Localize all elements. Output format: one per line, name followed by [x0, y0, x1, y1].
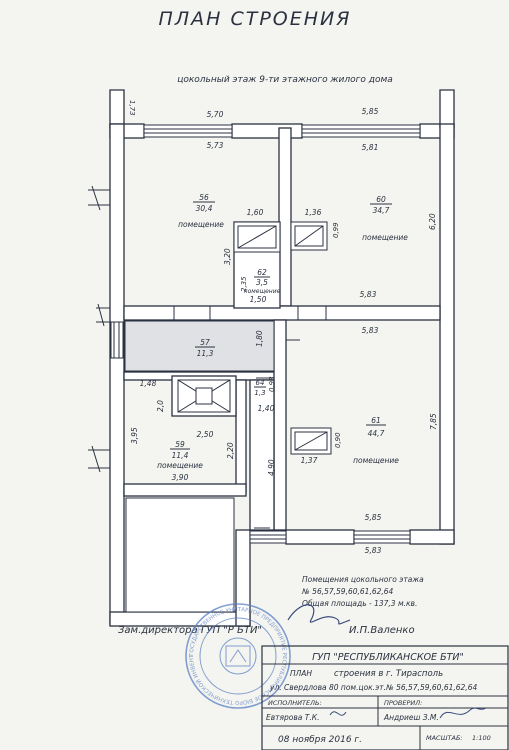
- room-labels: 56 30,4 помещение 60 34,7 помещение 62 3…: [157, 193, 408, 470]
- svg-text:59: 59: [175, 440, 185, 449]
- room-57-area: [124, 320, 275, 372]
- svg-text:11,3: 11,3: [197, 349, 214, 358]
- dim-0-90: 0,90: [334, 432, 342, 448]
- dim-5-83-b: 5,83: [362, 326, 379, 335]
- room-57-label: 57 11,3: [195, 338, 215, 358]
- dim-2-35: 2,35: [240, 276, 248, 292]
- room-60-label: 60 34,7 помещение: [362, 195, 408, 242]
- executor-name: Евтярова Т.К.: [266, 713, 319, 722]
- svg-text:11,4: 11,4: [172, 451, 189, 460]
- dim-1-48: 1,48: [140, 379, 157, 388]
- dim-4-90: 4,90: [267, 459, 276, 476]
- svg-text:помещение: помещение: [178, 220, 224, 229]
- dim-1-60: 1,60: [247, 208, 264, 217]
- signatory-position: Зам.директора ГУП "Р БТИ": [118, 625, 262, 636]
- dim-1-36: 1,36: [305, 208, 322, 217]
- summary-line-3: Общая площадь - 137,3 м.кв.: [302, 599, 417, 608]
- checker-label: ПРОВЕРИЛ:: [384, 699, 422, 707]
- svg-text:44,7: 44,7: [368, 429, 385, 438]
- svg-text:помещение: помещение: [353, 456, 399, 465]
- shaft-box: [171, 375, 237, 417]
- svg-text:1,3: 1,3: [254, 389, 265, 397]
- dim-7-85: 7,85: [429, 413, 438, 430]
- closets: [233, 221, 332, 455]
- dimension-labels: 1,73 5,70 5,73 5,85 5,81 1,60 1,36 0,99 …: [128, 100, 438, 555]
- dim-5-70: 5,70: [207, 110, 224, 119]
- plan-text: строения в г. Тирасполь: [334, 669, 443, 679]
- svg-text:60: 60: [376, 195, 386, 204]
- room-56-label: 56 30,4 помещение: [178, 193, 224, 229]
- address-text: ул. Свердлова 80 пом.цок.эт.№ 56,57,59,6…: [269, 683, 477, 692]
- svg-text:помещение: помещение: [362, 233, 408, 242]
- executor-label: ИСПОЛНИТЕЛЬ:: [268, 699, 322, 707]
- title-block: ГУП "РЕСПУБЛИКАНСКОЕ БТИ" ПЛАН строения …: [261, 645, 509, 750]
- dim-5-81: 5,81: [362, 143, 379, 152]
- lower-left-room: [125, 497, 235, 613]
- plan-title: ПЛАН СТРОЕНИЯ: [159, 8, 352, 30]
- dim-5-83-a: 5,83: [360, 290, 377, 299]
- signatory-name: И.П.Валенко: [349, 625, 415, 636]
- room-59-label: 59 11,4 помещение: [157, 440, 203, 470]
- room-61-label: 61 44,7 помещение: [353, 416, 399, 465]
- svg-text:62: 62: [257, 268, 267, 277]
- svg-text:61: 61: [371, 416, 381, 425]
- dim-5-83-bot: 5,83: [365, 546, 382, 555]
- svg-text:56: 56: [199, 193, 209, 202]
- svg-text:57: 57: [200, 338, 210, 347]
- plan-label: ПЛАН: [290, 669, 312, 678]
- dim-2-20: 2,20: [226, 442, 235, 459]
- svg-text:34,7: 34,7: [373, 206, 390, 215]
- checker-name: Андриеш З.М.: [383, 713, 439, 722]
- windows-top: [143, 124, 421, 138]
- dim-1-50: 1,50: [250, 295, 267, 304]
- dim-1-80: 1,80: [255, 330, 264, 347]
- org-name: ГУП "РЕСПУБЛИКАНСКОЕ БТИ": [312, 652, 464, 663]
- dim-5-85-top: 5,85: [362, 107, 379, 116]
- dim-3-95: 3,95: [130, 427, 139, 444]
- room-62-label: 62 3,5 помещение: [244, 268, 281, 295]
- windows-bottom: [249, 530, 411, 544]
- dim-2-0: 2,0: [156, 400, 165, 412]
- signature-scribble: [287, 604, 351, 625]
- side-entrances: [88, 185, 124, 473]
- doc-date: 08 ноября 2016 г.: [278, 735, 362, 745]
- door-marks: [173, 306, 327, 529]
- dim-3-90: 3,90: [172, 473, 189, 482]
- scale-value: 1:100: [472, 734, 491, 742]
- svg-text:30,4: 30,4: [196, 204, 213, 213]
- dim-6-20: 6,20: [428, 213, 437, 230]
- dim-0-99: 0,99: [332, 222, 340, 238]
- svg-text:64: 64: [256, 379, 265, 387]
- dim-3-20: 3,20: [223, 248, 232, 265]
- svg-text:помещение: помещение: [157, 461, 203, 470]
- summary-line-1: Помещения цокольного этажа: [302, 575, 424, 584]
- dim-1-73: 1,73: [128, 100, 136, 116]
- room-64-label: 64 1,3: [254, 379, 266, 397]
- dim-1-40: 1,40: [258, 404, 275, 413]
- dim-2-50: 2,50: [197, 430, 214, 439]
- summary-line-2: № 56,57,59,60,61,62,64: [301, 587, 394, 596]
- dim-0-98: 0,98: [268, 376, 276, 392]
- dim-5-73: 5,73: [207, 141, 224, 150]
- svg-text:помещение: помещение: [244, 288, 281, 295]
- svg-text:3,5: 3,5: [256, 278, 268, 287]
- plan-subtitle: цокольный этаж 9-ти этажного жилого дома: [177, 75, 393, 85]
- dim-1-37: 1,37: [301, 456, 318, 465]
- area-summary: Помещения цокольного этажа № 56,57,59,60…: [301, 575, 424, 608]
- scale-label: МАСШТАБ:: [426, 734, 463, 742]
- dim-5-85-bot: 5,85: [365, 513, 382, 522]
